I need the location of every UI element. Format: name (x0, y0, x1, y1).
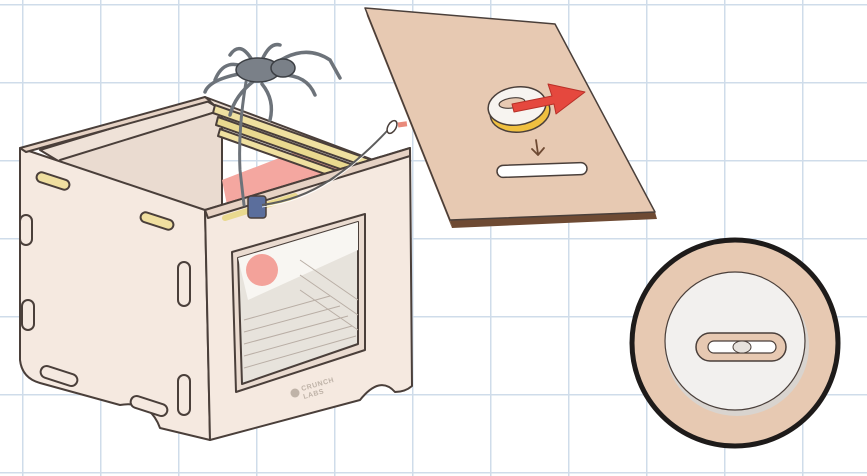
brand-logo-icon (291, 389, 300, 398)
slot-left-6 (22, 300, 34, 330)
slot-left-7 (178, 262, 190, 306)
board-slot (497, 162, 587, 177)
inset-pin-head (733, 341, 751, 353)
wire-ring (385, 119, 399, 135)
slot-left-5 (20, 215, 32, 245)
slot-left-8 (178, 375, 190, 415)
wooden-box: CRUNCH LABS (20, 97, 412, 440)
zoom-inset (632, 240, 838, 446)
box-window-red-ball (246, 254, 278, 286)
